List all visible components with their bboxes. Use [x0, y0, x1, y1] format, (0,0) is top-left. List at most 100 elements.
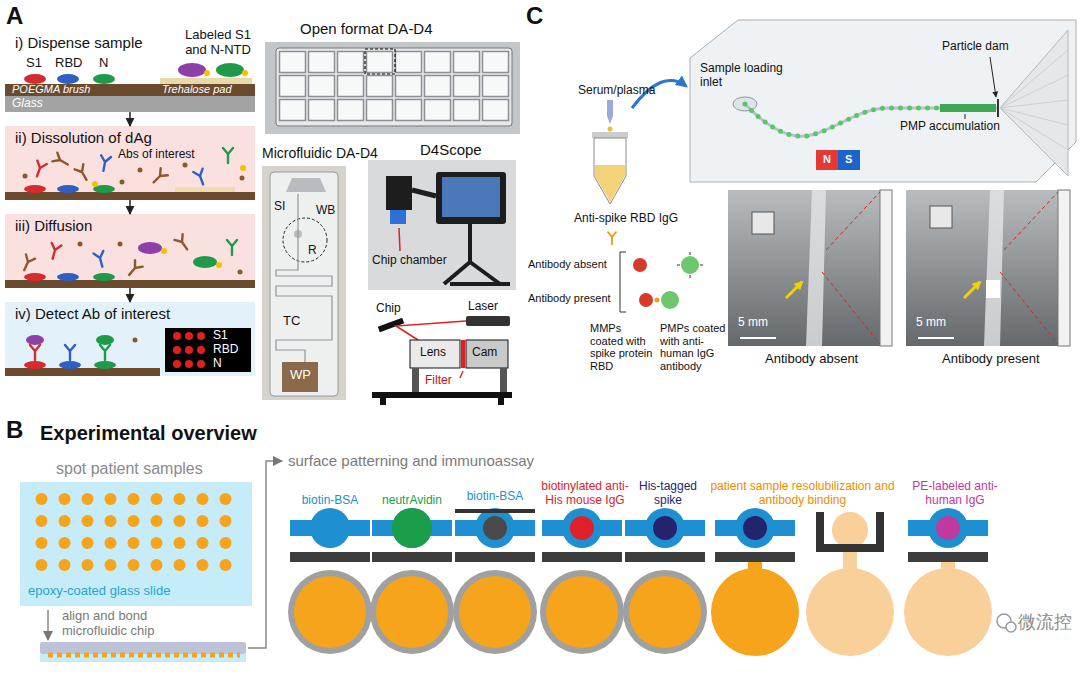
detection-step [197, 360, 205, 368]
open-format-chip-photo [265, 42, 520, 134]
dissolution-step [24, 185, 46, 193]
dissolution-step [99, 155, 111, 172]
reader-photo [436, 172, 506, 224]
chip-photo [806, 190, 826, 346]
process-step: ii) Dissolution of dAg [5, 126, 255, 200]
chip-photo [1058, 190, 1070, 346]
diffusion-step [48, 243, 62, 260]
magnetic-chip [1000, 30, 1068, 176]
microfluidic-chip-photo [286, 178, 326, 192]
node-text: iii) Diffusion [15, 217, 92, 234]
assay-chamber [904, 568, 992, 656]
part-label: TC [283, 314, 300, 329]
diffusion-step [216, 262, 222, 268]
diffusion-step [93, 273, 115, 281]
reagent-label: Anti-spike RBD IgG [574, 212, 678, 226]
diffusion-step [193, 256, 217, 268]
assay-chamber [806, 512, 894, 656]
dissolution-step [150, 168, 168, 186]
particle-assay [639, 293, 653, 307]
dissolution-step [52, 153, 70, 169]
step-note: surface patterning and immunoassay [288, 452, 534, 469]
dissolution-step [138, 168, 143, 173]
particle-assay [655, 298, 660, 303]
spotted-slide [248, 461, 282, 648]
detection-step [30, 345, 40, 360]
layer-label: Glass [12, 97, 43, 111]
node-text: i) Dispense sample [15, 34, 143, 51]
microfluidic-chip-photo [283, 218, 327, 262]
detection-step [65, 345, 75, 360]
antigen-label: N [99, 56, 108, 71]
photo-title: D4Scope [420, 141, 482, 158]
diffusion-step [57, 273, 79, 281]
microfluidic-chip-photo [262, 166, 346, 400]
spotted-slide [47, 610, 49, 640]
assay-chamber [483, 516, 507, 540]
section-title: Experimental overview [40, 422, 257, 445]
reader-photo [390, 210, 406, 224]
dissolution-step [5, 192, 255, 200]
reagent-label: His-tagged spike [633, 480, 703, 508]
assay-chamber [936, 516, 960, 540]
part-label: Lens [420, 346, 446, 360]
diffusion-step [118, 242, 123, 247]
surface-layers [24, 74, 46, 84]
chip-photo [752, 212, 774, 234]
antigen-label: S1 [26, 56, 42, 71]
assay-chamber [372, 508, 452, 562]
condition-label: Antibody present [942, 352, 1040, 367]
assay-chamber [570, 516, 594, 540]
detection-step [185, 346, 193, 354]
magnetic-chip [690, 20, 1076, 182]
part-label: Sample loading inlet [700, 62, 795, 90]
detection-step [173, 346, 181, 354]
sample-tube [608, 232, 616, 244]
magnetic-chip [690, 20, 1076, 182]
step-note: align and bond microfluidic chip [62, 609, 174, 639]
open-format-chip-photo [276, 48, 512, 126]
chip-photo [918, 337, 954, 339]
scale-label: 5 mm [916, 316, 946, 330]
magnet-pole: N [823, 153, 831, 166]
detection-step [5, 368, 160, 376]
detection-step [96, 335, 114, 345]
optics-schematic [500, 368, 507, 392]
magnetic-chip [1000, 50, 1068, 150]
assay-chamber [908, 508, 988, 562]
dissolution-step [92, 181, 98, 187]
particle-assay [633, 258, 647, 272]
surface-layers [5, 96, 255, 112]
chip-photo [986, 280, 1000, 298]
reagent-label: biotin-BSA [455, 490, 535, 504]
sample-label: Serum/plasma [578, 84, 655, 98]
chip-photo [822, 192, 880, 344]
assay-chamber [288, 508, 992, 656]
reader-photo [399, 228, 400, 251]
diffusion-step [161, 248, 167, 254]
optics-schematic [396, 321, 466, 340]
microfluidic-chip-photo [270, 172, 338, 396]
reader-photo [368, 160, 516, 290]
antigen-label: RBD [55, 56, 82, 71]
microfluidic-chip-photo [276, 194, 332, 362]
watermark: 微流控 [1018, 612, 1072, 633]
reader-photo [442, 177, 500, 217]
assay-chamber [453, 508, 537, 654]
assay-chamber [540, 570, 624, 654]
detection-step [165, 328, 251, 372]
chip-photo [880, 190, 892, 346]
reagent-label: neutrAvidin [372, 494, 452, 508]
detection-step [197, 332, 205, 340]
magnetic-chip [838, 150, 860, 170]
assay-chamber [455, 508, 535, 562]
surface-layers [204, 70, 210, 76]
photo-title: Microfluidic DA-D4 [262, 145, 378, 161]
part-label: SI [274, 200, 285, 214]
optics-schematic [410, 340, 460, 368]
dissolution-step [5, 126, 255, 200]
condition-label: Antibody absent [528, 258, 607, 271]
sample-tube [607, 100, 613, 116]
assay-chamber [904, 508, 992, 656]
